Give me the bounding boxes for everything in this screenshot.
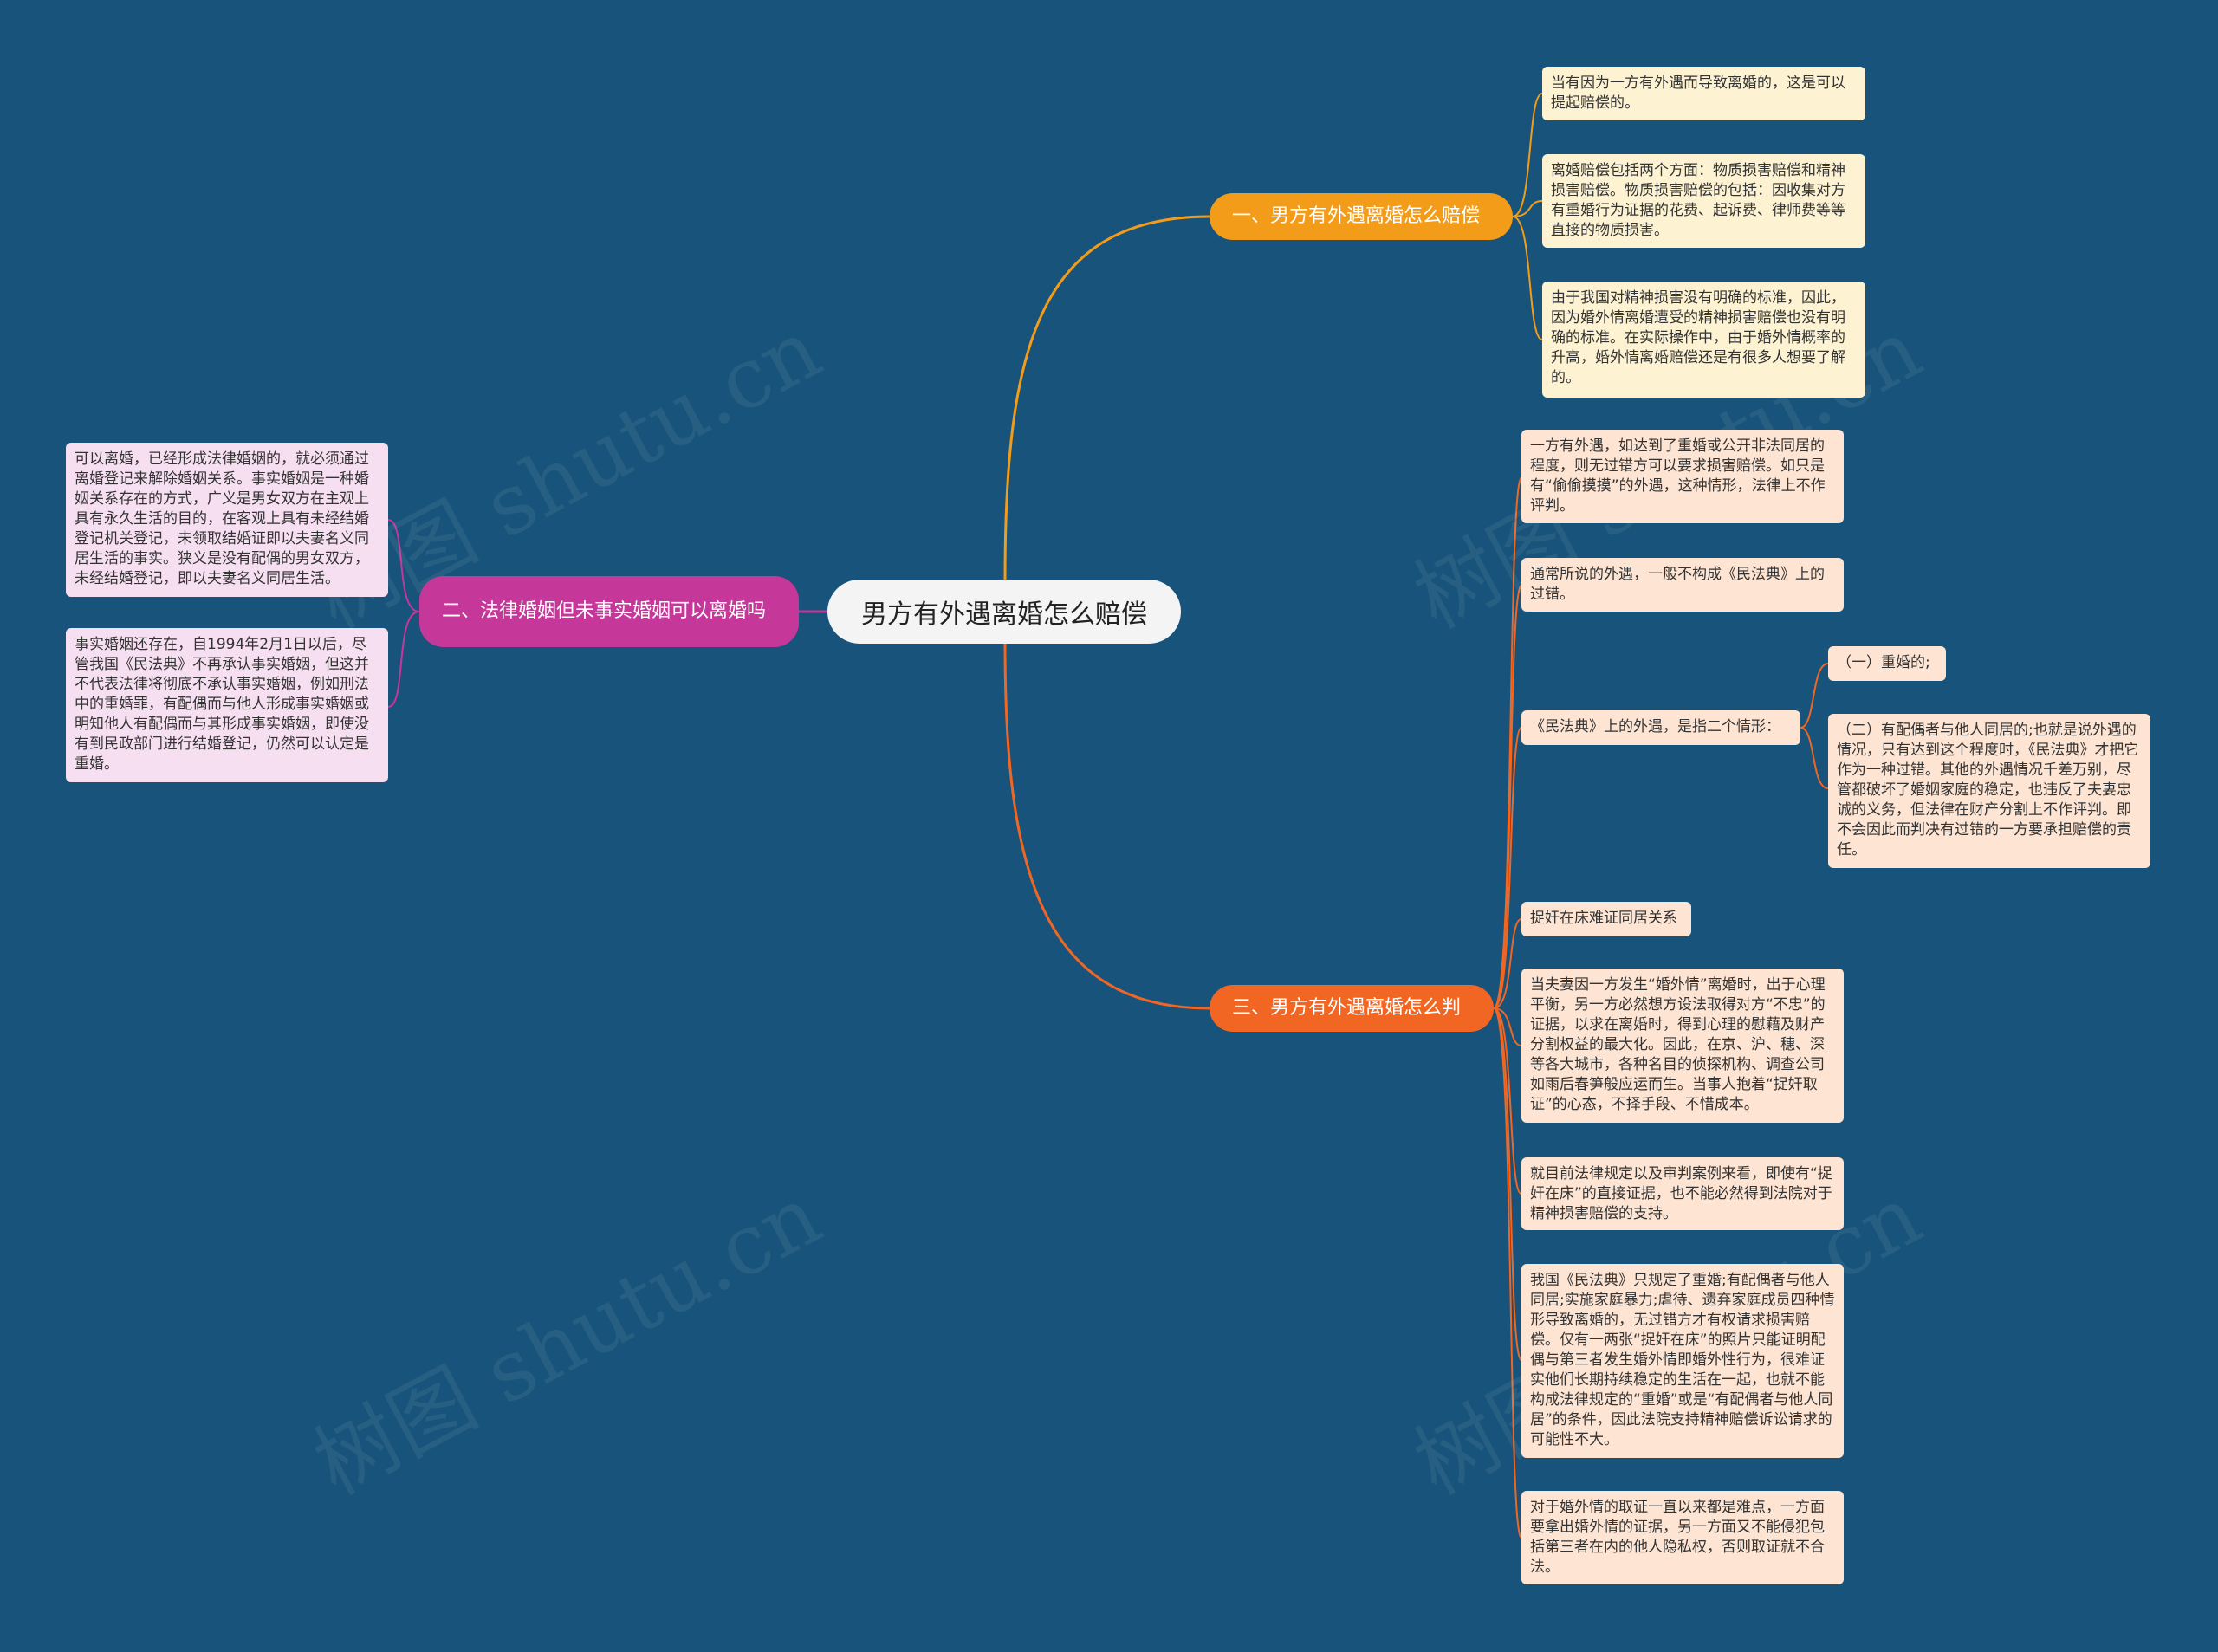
link-b3-l7 [1493, 1007, 1522, 1361]
link-b3-l5 [1493, 1007, 1522, 1046]
leaf-judgment-7[interactable]: 我国《民法典》只规定了重婚;有配偶者与他人同居;实施家庭暴力;虐待、遗弃家庭成员… [1521, 1264, 1844, 1458]
branch-compensation[interactable]: 一、男方有外遇离婚怎么赔偿 [1210, 193, 1513, 240]
link-b3-l2 [1493, 585, 1522, 1009]
link-b3-l8 [1493, 1007, 1522, 1539]
root-topic[interactable]: 男方有外遇离婚怎么赔偿 [827, 580, 1181, 644]
link-b3-l6 [1493, 1007, 1522, 1195]
leaf-legal-marriage-1[interactable]: 可以离婚，已经形成法律婚姻的，就必须通过离婚登记来解除婚姻关系。事实婚姻是一种婚… [66, 443, 388, 597]
branch-legal-marriage[interactable]: 二、法律婚姻但未事实婚姻可以离婚吗 [419, 576, 799, 647]
leaf-judgment-1[interactable]: 一方有外遇，如达到了重婚或公开非法同居的程度，则无过错方可以要求损害赔偿。如只是… [1521, 430, 1844, 523]
leaf-compensation-1[interactable]: 当有因为一方有外遇而导致离婚的，这是可以提起赔偿的。 [1542, 67, 1865, 120]
leaf-judgment-3[interactable]: 《民法典》上的外遇，是指二个情形： [1521, 710, 1800, 745]
leaf-judgment-6[interactable]: 就目前法律规定以及审判案例来看，即使有“捉奸在床”的直接证据，也不能必然得到法院… [1521, 1157, 1844, 1230]
link-root-b3 [1003, 643, 1210, 1010]
leaf-legal-marriage-2[interactable]: 事实婚姻还存在，自1994年2月1日以后，尽管我国《民法典》不再承认事实婚姻，但… [66, 628, 388, 782]
leaf-judgment-5[interactable]: 当夫妻因一方发生“婚外情”离婚时，出于心理平衡，另一方必然想方设法取得对方“不忠… [1521, 969, 1844, 1123]
leaf-judgment-2[interactable]: 通常所说的外遇，一般不构成《民法典》上的过错。 [1521, 558, 1844, 612]
link-b3-l4 [1493, 918, 1522, 1009]
link-b3-s1 [1800, 663, 1829, 729]
leaf-compensation-3[interactable]: 由于我国对精神损害没有明确的标准，因此，因为婚外情离婚遭受的精神损害赔偿也没有明… [1542, 282, 1865, 398]
branch-judgment[interactable]: 三、男方有外遇离婚怎么判 [1210, 985, 1494, 1032]
link-root-b1 [1003, 215, 1210, 580]
link-b2-l1 [387, 519, 420, 612]
leaf-judgment-4[interactable]: 捉奸在床难证同居关系 [1521, 902, 1691, 936]
link-b1-l2 [1512, 200, 1543, 217]
link-b1-l1 [1512, 93, 1543, 217]
link-b2-l2 [387, 611, 420, 708]
link-b1-l3 [1512, 216, 1543, 340]
subleaf-bigamy[interactable]: （一）重婚的; [1828, 646, 1946, 681]
leaf-judgment-8[interactable]: 对于婚外情的取证一直以来都是难点，一方面要拿出婚外情的证据，另一方面又不能侵犯包… [1521, 1491, 1844, 1584]
link-b3-s2 [1800, 727, 1829, 789]
link-b3-l3 [1493, 727, 1522, 1009]
subleaf-cohabitation[interactable]: （二）有配偶者与他人同居的;也就是说外遇的情况，只有达到这个程度时，《民法典》才… [1828, 714, 2150, 868]
leaf-compensation-2[interactable]: 离婚赔偿包括两个方面：物质损害赔偿和精神损害赔偿。物质损害赔偿的包括：因收集对方… [1542, 154, 1865, 248]
